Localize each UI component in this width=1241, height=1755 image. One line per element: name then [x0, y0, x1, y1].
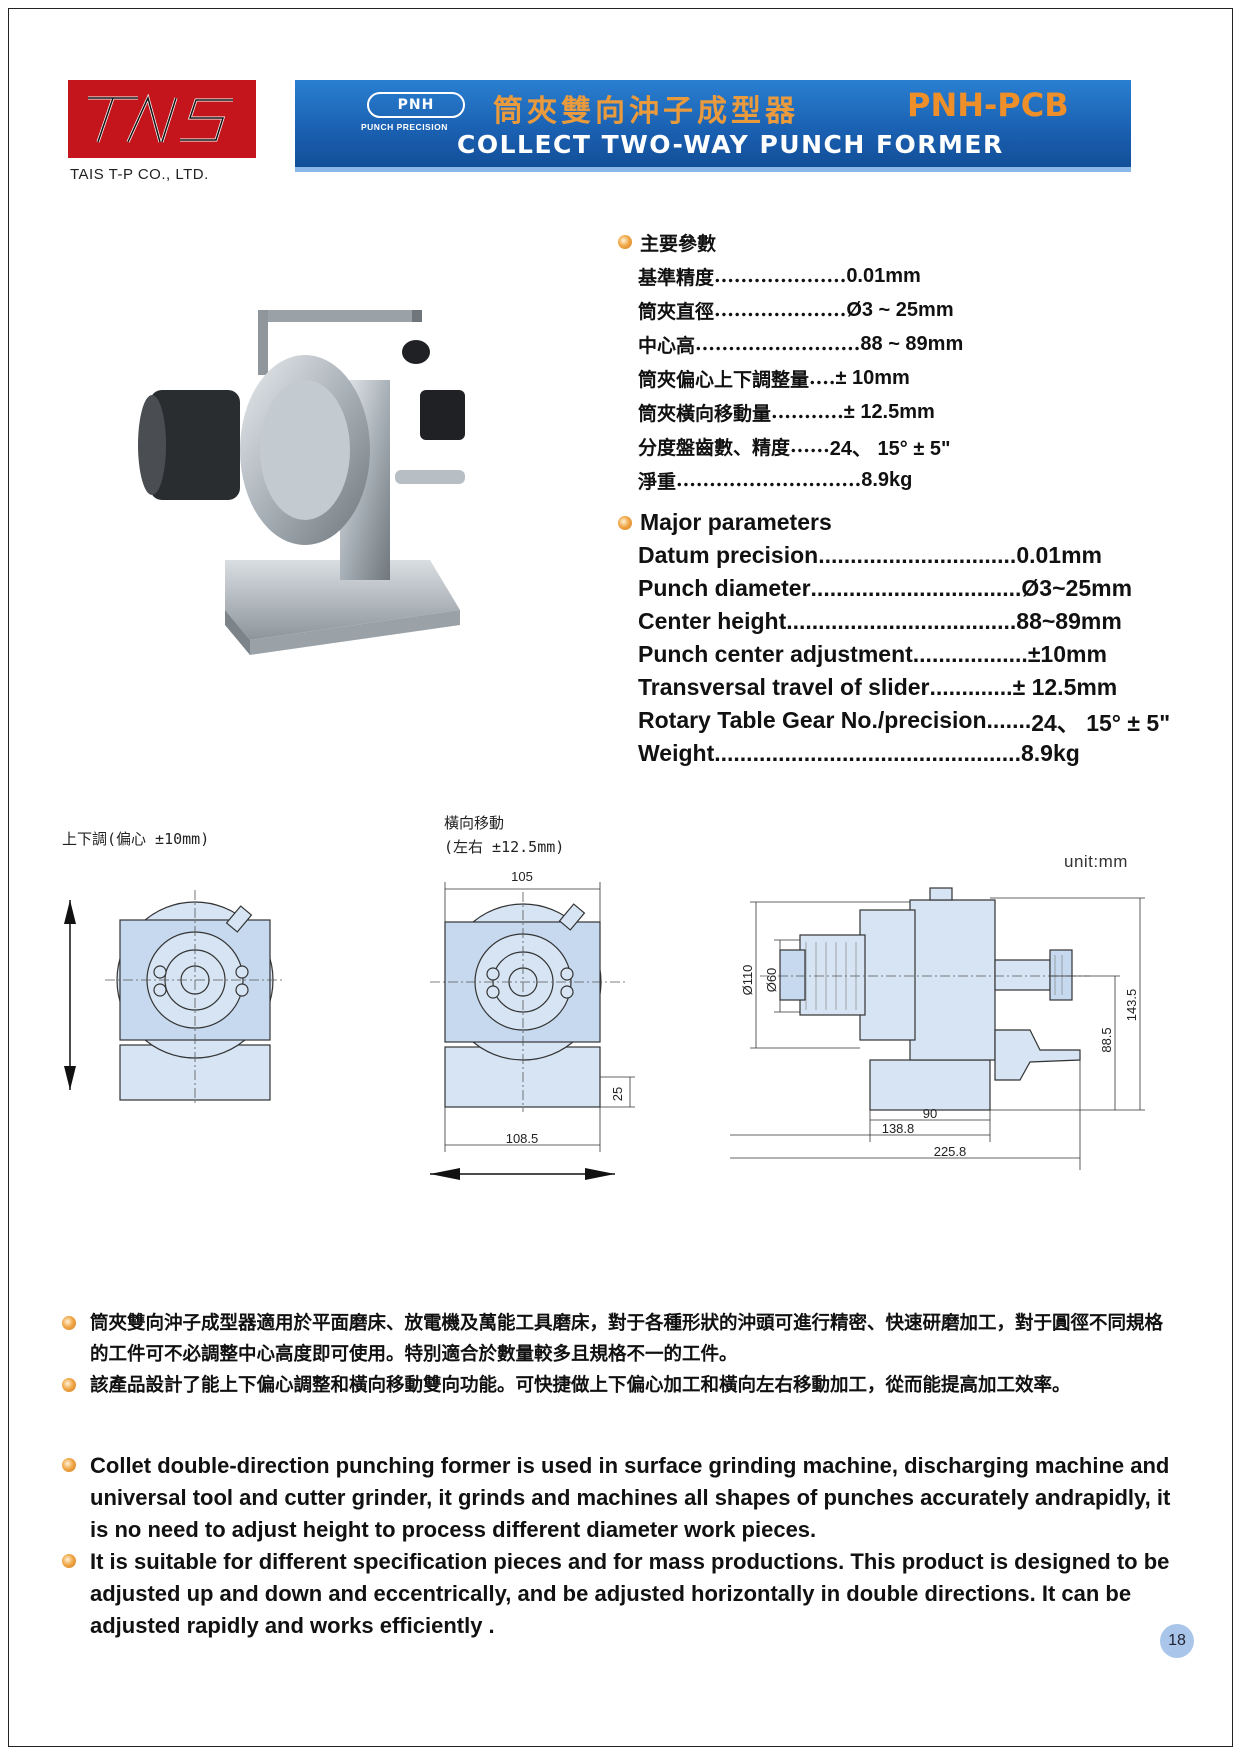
description-paragraph: 該產品設計了能上下偏心調整和橫向移動雙向功能。可快捷做上下偏心加工和橫向左右移動…	[60, 1370, 1180, 1401]
dim-225-8: 225.8	[934, 1144, 967, 1159]
dim-88-5: 88.5	[1099, 1027, 1114, 1052]
spec-row: Transversal travel of slider............…	[638, 674, 1118, 700]
page-border	[8, 8, 1233, 1747]
dim-90: 90	[923, 1106, 937, 1121]
dim-diameter-110: Ø110	[740, 965, 755, 996]
spec-row: Weight..................................…	[638, 740, 1080, 766]
description-paragraph: It is suitable for different specificati…	[60, 1546, 1180, 1642]
specs-chinese-heading: 主要參數	[618, 225, 963, 259]
spec-row: Punch center adjustment.................…	[638, 641, 1107, 667]
bullet-icon	[62, 1554, 76, 1568]
label-lateral-move: 橫向移動	[444, 814, 505, 832]
dim-diameter-60: Ø60	[764, 968, 779, 993]
dim-25: 25	[610, 1087, 625, 1101]
description-paragraph: Collet double-direction punching former …	[60, 1450, 1180, 1546]
specs-chinese: 主要參數 基準精度....................0.01mm 筒夾直徑…	[618, 225, 963, 497]
title-chinese: 筒夾雙向沖子成型器	[493, 94, 799, 129]
specs-english: Major parameters Datum precision........…	[618, 506, 1170, 770]
side-view-drawing: Ø110 Ø60 90 138.8 225.8 88.5 143.5	[730, 887, 1145, 1170]
front-view-drawing-vertical	[64, 890, 285, 1105]
pnh-badge: PNH	[367, 92, 465, 118]
title-model-code: PNH-PCB	[907, 86, 1069, 124]
spec-row: 筒夾直徑....................Ø3 ~ 25mm	[638, 298, 954, 323]
dim-108-5: 108.5	[506, 1131, 539, 1146]
description-english: Collet double-direction punching former …	[60, 1450, 1180, 1642]
bullet-icon	[62, 1316, 76, 1330]
bullet-icon	[62, 1458, 76, 1472]
dim-138-8: 138.8	[882, 1121, 915, 1136]
spec-row: 筒夾橫向移動量...........± 12.5mm	[638, 400, 935, 425]
spec-row: Punch diameter..........................…	[638, 575, 1133, 601]
tais-logo	[68, 80, 256, 158]
specs-english-heading: Major parameters	[618, 506, 1170, 539]
title-english: COLLECT TWO-WAY PUNCH FORMER	[457, 130, 1004, 159]
unit-label: unit:mm	[1064, 852, 1128, 871]
label-vertical-adjust: 上下調(偏心 ±10mm)	[62, 830, 210, 848]
dim-143-5: 143.5	[1124, 989, 1139, 1022]
description-paragraph: 筒夾雙向沖子成型器適用於平面磨床、放電機及萬能工具磨床，對于各種形狀的沖頭可進行…	[60, 1308, 1180, 1370]
front-view-drawing-lateral: 105 108.5 25	[430, 869, 635, 1180]
label-lateral-range: (左右 ±12.5mm)	[444, 838, 565, 856]
company-name: TAIS T-P CO., LTD.	[70, 166, 209, 183]
tais-logo-icon	[68, 80, 256, 158]
spec-row: 筒夾偏心上下調整量....± 10mm	[638, 366, 910, 391]
title-banner: PNH PUNCH PRECISION 筒夾雙向沖子成型器 PNH-PCB CO…	[295, 80, 1131, 172]
spec-row: Center height...........................…	[638, 608, 1122, 634]
bullet-icon	[618, 515, 632, 530]
spec-row: 分度盤齒數、精度......24、 15° ± 5"	[638, 435, 951, 460]
spec-row: 淨重............................8.9kg	[638, 468, 913, 493]
description-chinese: 筒夾雙向沖子成型器適用於平面磨床、放電機及萬能工具磨床，對于各種形狀的沖頭可進行…	[60, 1308, 1180, 1401]
spec-row: Rotary Table Gear No./precision.......24…	[638, 707, 1171, 736]
bullet-icon	[618, 235, 632, 249]
spec-row: 基準精度....................0.01mm	[638, 264, 921, 289]
page-number: 18	[1160, 1624, 1194, 1658]
bullet-icon	[62, 1378, 76, 1392]
product-photo	[138, 310, 465, 655]
dim-105: 105	[511, 869, 533, 884]
pnh-badge-subtitle: PUNCH PRECISION	[361, 122, 448, 132]
spec-row: Datum precision.........................…	[638, 542, 1102, 568]
spec-row: 中心高.........................88 ~ 89mm	[638, 332, 964, 357]
